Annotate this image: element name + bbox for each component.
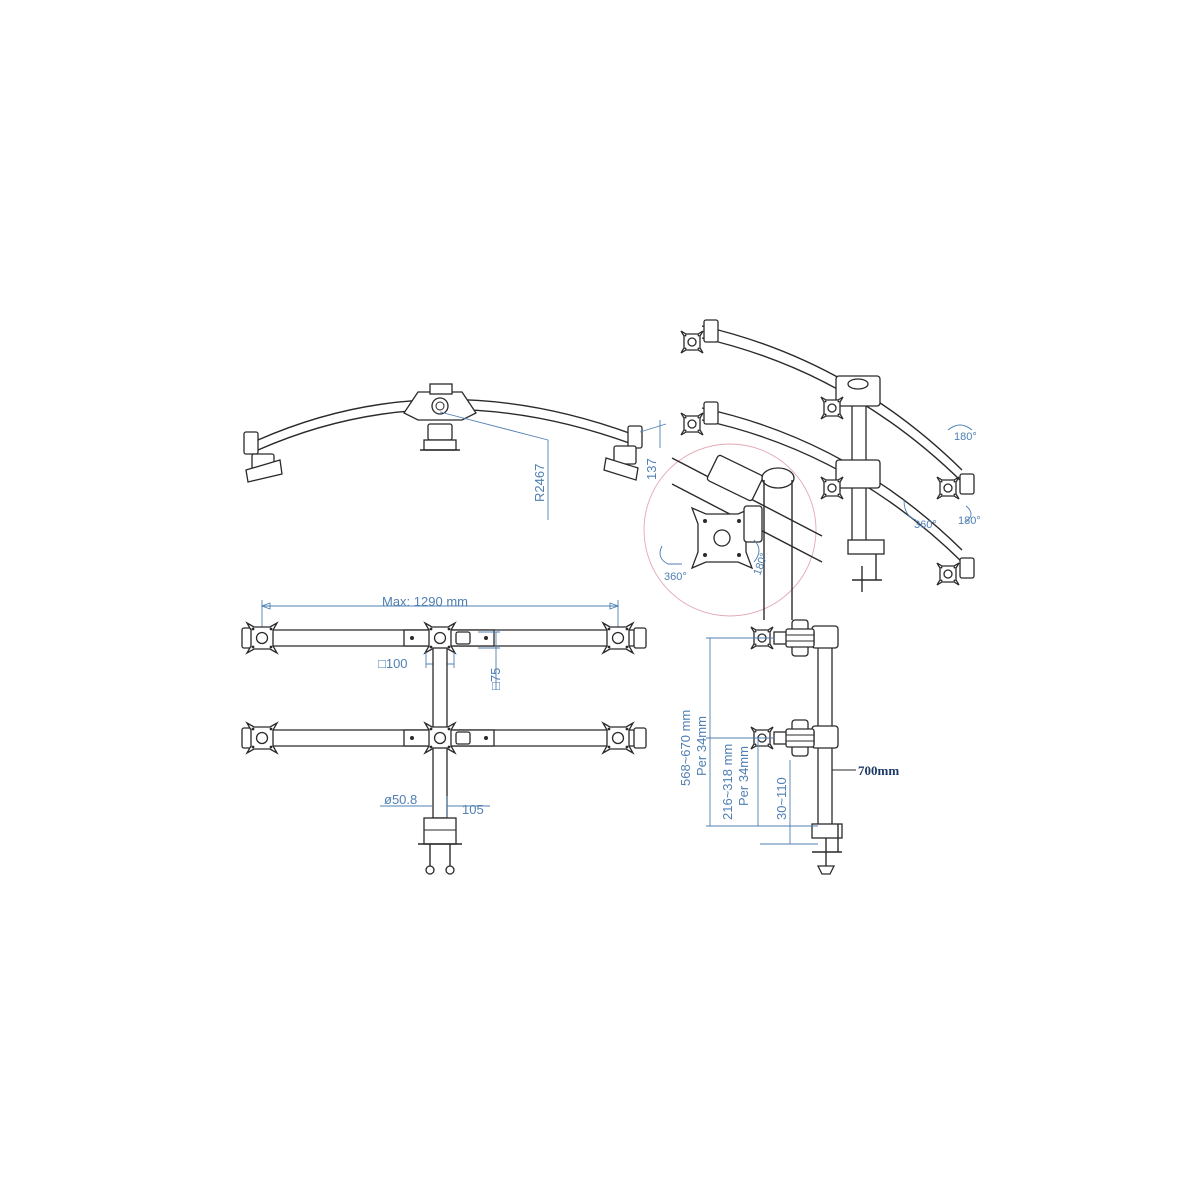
lower-right-cap xyxy=(633,727,647,749)
iso-vesa-uc xyxy=(820,396,844,420)
top-view-curved: R2467 137 xyxy=(243,383,667,520)
upper-right-cap xyxy=(633,627,647,649)
max-width-label: Max: 1290 mm xyxy=(382,594,468,609)
hub-top-cap xyxy=(429,383,453,395)
side-view: 568~670 mm Per 34mm 216~318 mm Per 34mm … xyxy=(678,619,899,875)
front-pole-lower xyxy=(432,747,448,819)
lower-left-vesa xyxy=(246,722,278,754)
depth-label: 137 xyxy=(644,458,659,480)
lower-right-vesa xyxy=(602,722,634,754)
iso-lower-hub xyxy=(835,459,881,489)
clamp-range-label: 30~110 xyxy=(774,777,789,820)
front-pole-upper xyxy=(432,647,448,731)
lower-bolt xyxy=(410,736,414,740)
iso-vesa-lc xyxy=(820,476,844,500)
detail-hub xyxy=(706,454,764,502)
left-plate xyxy=(245,459,283,483)
lower-bolt xyxy=(484,736,488,740)
detail-rot-arc-1 xyxy=(659,545,682,565)
iso-upper-hub-cap xyxy=(847,378,869,390)
radius-leader xyxy=(439,411,549,441)
upper-bolt xyxy=(484,636,488,640)
detail-vesa-center xyxy=(713,529,731,547)
clamp-foot-r xyxy=(445,865,455,875)
side-lower-head xyxy=(785,719,815,757)
detail-vesa-hole xyxy=(737,519,741,523)
lower-height-label: 216~318 mm xyxy=(720,744,735,820)
right-plate xyxy=(603,457,639,481)
isometric-view: 180° 360° 180° 360° 180° xyxy=(643,319,981,620)
side-upper-collar xyxy=(811,625,839,649)
clamp-foot-l xyxy=(425,865,435,875)
rot-label-180-c: 180° xyxy=(958,515,981,527)
depth-ext-1 xyxy=(639,423,667,433)
front-view: Max: 1290 mm □100 □75 xyxy=(241,594,647,875)
rot-label-180-b: 180° xyxy=(954,431,977,443)
right-end-cap xyxy=(627,425,643,449)
vesa75-label: □75 xyxy=(488,668,503,690)
hub-knob-inner xyxy=(435,401,445,411)
rot-label-360-a: 360° xyxy=(664,571,687,583)
radius-label: R2467 xyxy=(532,464,547,502)
iso-vesa-lr xyxy=(936,562,960,586)
rot-label-360-b: 360° xyxy=(914,519,937,531)
detail-vesa-hole xyxy=(703,553,707,557)
detail-vesa-hole xyxy=(737,553,741,557)
center-plate xyxy=(423,439,457,451)
side-clamp-foot xyxy=(816,865,836,875)
upper-step-label: Per 34mm xyxy=(694,716,709,776)
detail-vesa-hole xyxy=(703,519,707,523)
lower-knob xyxy=(455,731,471,745)
iso-upper-bar-top xyxy=(701,325,963,471)
vesa100-label: □100 xyxy=(378,656,408,671)
detail-tilt-head xyxy=(743,505,763,543)
rot-arc-1 xyxy=(947,424,973,431)
upper-right-vesa xyxy=(602,622,634,654)
iso-vesa-ur xyxy=(936,476,960,500)
upper-bolt xyxy=(410,636,414,640)
side-lower-collar xyxy=(811,725,839,749)
detail-pole-collar xyxy=(761,467,795,489)
arrow-left xyxy=(260,602,271,610)
side-upper-head xyxy=(785,619,815,657)
iso-head-ul xyxy=(703,319,719,343)
pole-height-label: 700mm xyxy=(858,763,899,778)
upper-left-vesa xyxy=(246,622,278,654)
iso-vesa-ul xyxy=(680,330,704,354)
arrow-right xyxy=(609,602,620,610)
front-clamp-body xyxy=(423,817,457,845)
detail-rot-arc-2 xyxy=(753,539,760,563)
lower-step-label: Per 34mm xyxy=(736,746,751,806)
rot-arc-3 xyxy=(965,505,972,523)
upper-knob xyxy=(455,631,471,645)
center-arm-head xyxy=(427,423,453,441)
iso-upper-hub xyxy=(835,375,881,407)
rot-arc-2 xyxy=(903,499,917,521)
rot-label-180-a: 180° xyxy=(752,552,771,577)
iso-vesa-ll xyxy=(680,412,704,436)
side-clamp-top xyxy=(811,823,843,839)
pole-dia-label: ø50.8 xyxy=(384,792,417,807)
upper-height-label: 568~670 mm xyxy=(678,710,693,786)
hub-knob xyxy=(431,397,449,415)
detail-circle xyxy=(643,443,817,617)
iso-head-lr xyxy=(959,557,975,579)
left-end-cap xyxy=(243,431,259,455)
iso-clamp-top xyxy=(847,539,885,555)
iso-head-ll xyxy=(703,401,719,425)
offset-105-label: 105 xyxy=(462,802,484,817)
iso-head-ur xyxy=(959,473,975,495)
